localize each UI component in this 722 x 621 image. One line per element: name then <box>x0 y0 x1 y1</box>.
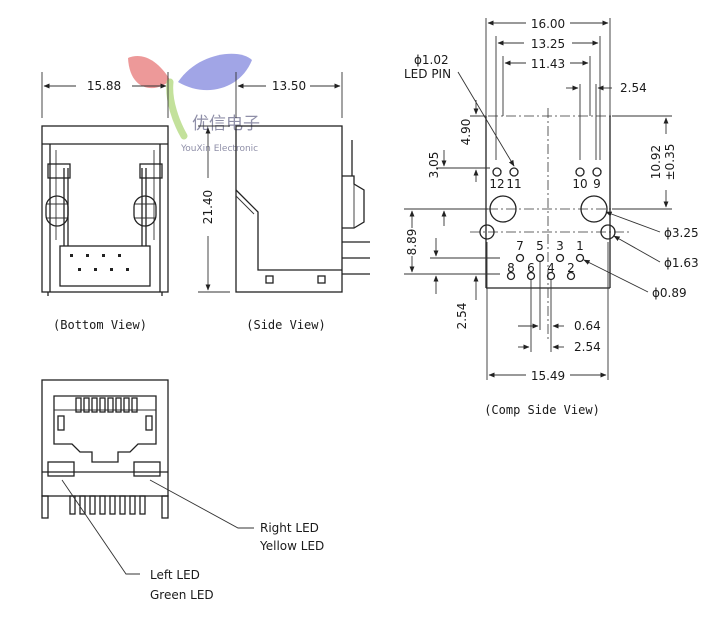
dim-side-height: 21.40 <box>201 190 215 224</box>
label-right-led-color: Yellow LED <box>259 539 324 553</box>
label-right-led: Right LED <box>260 521 319 535</box>
pin-number-2: 2 <box>567 261 575 275</box>
left-led-window <box>47 461 75 477</box>
pin-number-3: 3 <box>556 239 564 253</box>
caption-comp-side-view: (Comp Side View) <box>484 403 600 417</box>
callout-led-pin-dia: ϕ1.02 <box>414 53 449 67</box>
side-view: 13.50 21.40 <box>198 72 370 293</box>
pin-number-12: 12 <box>489 177 504 191</box>
pin-number-5: 5 <box>536 239 544 253</box>
pin-number-8: 8 <box>507 261 515 275</box>
right-led-window <box>133 461 161 477</box>
callout-shield-hole: ϕ1.63 <box>664 256 699 270</box>
caption-bottom-view: (Bottom View) <box>53 318 147 332</box>
dim-side-depth: 13.50 <box>272 79 306 93</box>
front-view <box>41 379 254 575</box>
pin-number-9: 9 <box>593 177 601 191</box>
bottom-view: 15.88 <box>41 72 169 296</box>
leaf-red-icon <box>128 56 170 89</box>
dim-led-outer: 13.25 <box>531 37 565 51</box>
dim-led-pitch: 2.54 <box>620 81 647 95</box>
dim-pin-pitch: 2.54 <box>574 340 601 354</box>
callout-led-pin-label: LED PIN <box>404 67 451 81</box>
pin-number-7: 7 <box>516 239 524 253</box>
leaf-blue-icon <box>178 53 252 91</box>
label-left-led: Left LED <box>150 568 200 582</box>
dim-height: 10.92 <box>649 145 663 179</box>
pin-number-4: 4 <box>547 261 555 275</box>
callout-mount-hole: ϕ3.25 <box>664 226 699 240</box>
watermark-brand-cn: 优信电子 <box>192 114 260 134</box>
dim-pin-span: 15.49 <box>531 369 565 383</box>
dim-row-pitch: 2.54 <box>455 303 469 330</box>
dim-bottom-width: 15.88 <box>87 79 121 93</box>
dim-height-tol: ±0.35 <box>663 144 677 181</box>
label-left-led-color: Green LED <box>150 588 214 602</box>
dim-overall-width: 16.00 <box>531 17 565 31</box>
leaf-green-icon <box>166 78 188 140</box>
dim-mount-offset: 3.05 <box>427 152 441 179</box>
comp-side-view: 16.00 13.25 11.43 2.54 ϕ1.02 LED PIN 4.9… <box>404 17 699 383</box>
watermark-logo <box>128 53 252 140</box>
pin-number-6: 6 <box>527 261 535 275</box>
pin-number-10: 10 <box>572 177 587 191</box>
caption-side-view: (Side View) <box>246 318 325 332</box>
dim-pin-offset: 0.64 <box>574 319 601 333</box>
dim-led-row-offset: 4.90 <box>459 119 473 146</box>
dim-pin-row: 8.89 <box>405 229 419 256</box>
watermark-brand-en: YouXin Electronic <box>180 144 258 154</box>
dim-led-inner: 11.43 <box>531 57 565 71</box>
pin-number-11: 11 <box>506 177 521 191</box>
pin-number-1: 1 <box>576 239 584 253</box>
callout-signal-pin: ϕ0.89 <box>652 286 687 300</box>
